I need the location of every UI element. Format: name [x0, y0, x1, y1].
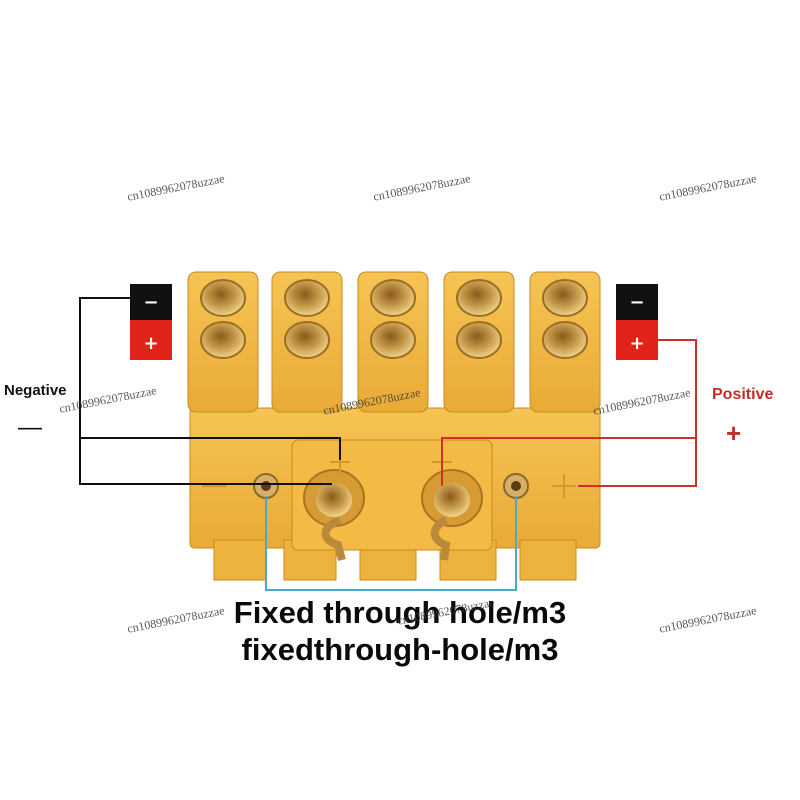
socket-holes-bottom: [200, 321, 588, 359]
badge-minus-left: −: [143, 292, 158, 313]
mount-lead: [265, 496, 517, 591]
socket-holes-top: [200, 279, 588, 317]
negative-sign: —: [18, 414, 42, 441]
negative-label: Negative: [4, 382, 67, 399]
right-terminal: [421, 469, 483, 561]
negative-wire: [79, 297, 341, 485]
caption-line-1: Fixed through hole/m3: [233, 595, 567, 630]
positive-label: Positive: [712, 386, 774, 403]
badge-plus-left: +: [143, 333, 158, 354]
polarity-badge-right: [616, 284, 658, 360]
polarity-badge-left: [130, 284, 172, 360]
positive-wire: [441, 339, 697, 487]
positive-sign: +: [726, 418, 742, 448]
badge-plus-right: +: [629, 333, 644, 354]
caption-line-2: fixedthrough-hole/m3: [241, 632, 559, 667]
badge-minus-right: −: [629, 292, 644, 313]
